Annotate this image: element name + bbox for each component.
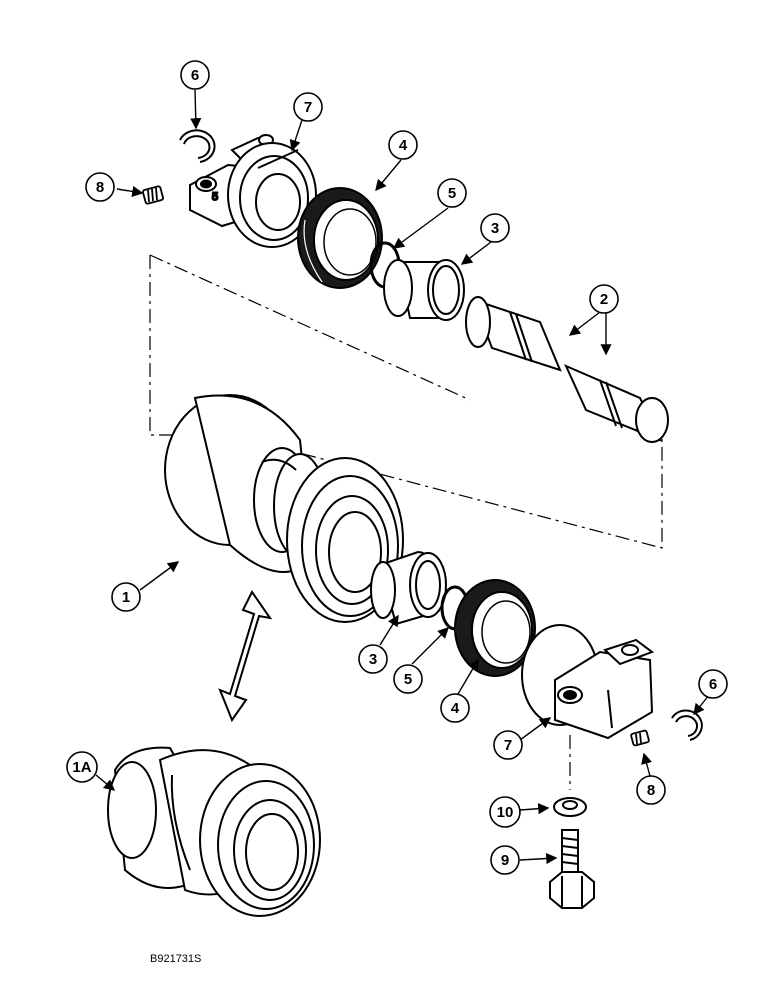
- seal-upper: [297, 187, 383, 289]
- callout-7-upper: 7: [293, 92, 323, 122]
- svg-text:1: 1: [122, 589, 130, 606]
- callout-10: 10: [489, 796, 521, 828]
- svg-text:2: 2: [600, 291, 608, 308]
- retainer-clip-upper: [179, 129, 216, 163]
- svg-text:3: 3: [369, 651, 377, 668]
- retainer-clip-lower: [671, 709, 703, 741]
- bracket-upper: 5: [189, 134, 317, 248]
- bushing-lower: [370, 550, 447, 626]
- svg-text:5: 5: [212, 191, 218, 203]
- callout-6-upper: 6: [180, 60, 210, 90]
- setscrew-upper: [142, 185, 164, 205]
- callout-2: 2: [589, 284, 619, 314]
- svg-text:3: 3: [491, 220, 499, 237]
- shaft-pin: [465, 296, 669, 443]
- svg-text:4: 4: [399, 137, 408, 154]
- seal-lower: [454, 579, 536, 677]
- bushing-upper: [383, 259, 465, 321]
- callout-7-lower: 7: [493, 730, 523, 760]
- track-roller-alternate: [107, 746, 321, 917]
- washer: [553, 797, 587, 817]
- figure-reference: B921731S: [150, 953, 201, 965]
- callout-5-upper: 5: [437, 178, 467, 208]
- svg-text:9: 9: [501, 852, 509, 869]
- svg-text:5: 5: [404, 671, 412, 688]
- callout-9: 9: [490, 845, 520, 875]
- callout-8-upper: 8: [85, 172, 115, 202]
- callout-1: 1: [111, 582, 141, 612]
- svg-text:5: 5: [448, 185, 456, 202]
- callout-1a: 1A: [66, 751, 98, 783]
- svg-text:8: 8: [647, 782, 655, 799]
- callout-4-upper: 4: [388, 130, 418, 160]
- svg-text:7: 7: [504, 737, 512, 754]
- svg-text:1A: 1A: [72, 759, 91, 776]
- alternate-part-arrow: [218, 590, 273, 723]
- svg-text:10: 10: [497, 804, 514, 821]
- callout-6-lower: 6: [698, 669, 728, 699]
- svg-text:4: 4: [451, 700, 460, 717]
- track-roller-main: [164, 394, 404, 623]
- callout-3-lower: 3: [358, 644, 388, 674]
- setscrew-lower: [630, 729, 650, 747]
- callout-5-lower: 5: [393, 664, 423, 694]
- bracket-lower: [521, 624, 655, 740]
- callout-3-upper: 3: [480, 213, 510, 243]
- leader-lines: [95, 89, 710, 865]
- callout-8-lower: 8: [636, 775, 666, 805]
- svg-text:8: 8: [96, 179, 104, 196]
- callout-4-lower: 4: [440, 693, 470, 723]
- svg-text:7: 7: [304, 99, 312, 116]
- bolt: [549, 829, 595, 909]
- svg-text:6: 6: [191, 67, 199, 84]
- svg-text:6: 6: [709, 676, 717, 693]
